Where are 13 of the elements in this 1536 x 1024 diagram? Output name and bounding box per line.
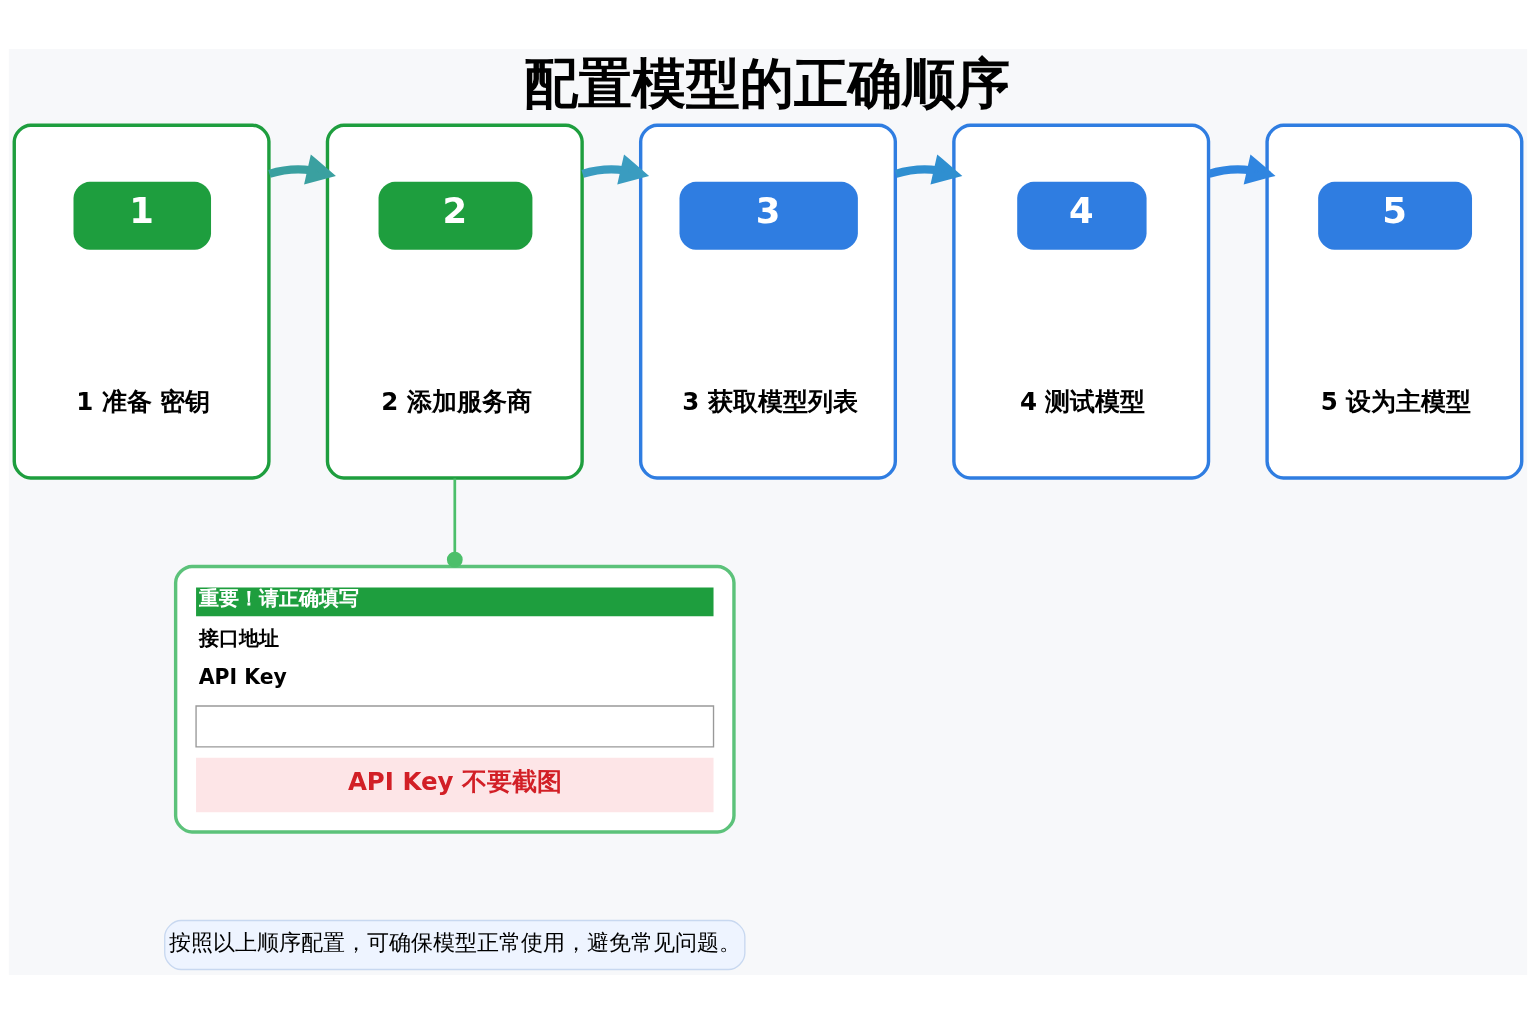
node-box: 3 3 获取模型列表 (638, 123, 898, 480)
node-box: 4 4 测试模型 (952, 123, 1211, 480)
arrow (268, 154, 336, 185)
node-box: 重要！请正确填写 接口地址 API Key API Key 不要截图 (173, 564, 736, 834)
arrow (581, 154, 650, 185)
connector (446, 478, 463, 568)
node-box: 2 2 添加服务商 (325, 123, 584, 480)
label: 按照以上顺序配置，可确保模型正常使用，避免常见问题。 (168, 930, 741, 956)
node-box: 5 5 设为主模型 (1265, 123, 1524, 480)
diagram-title: 配置模型的正确顺序 (524, 51, 1011, 116)
arrow (1207, 154, 1276, 185)
node-box: 1 1 准备 密钥 (12, 123, 271, 480)
arrow (894, 154, 963, 185)
